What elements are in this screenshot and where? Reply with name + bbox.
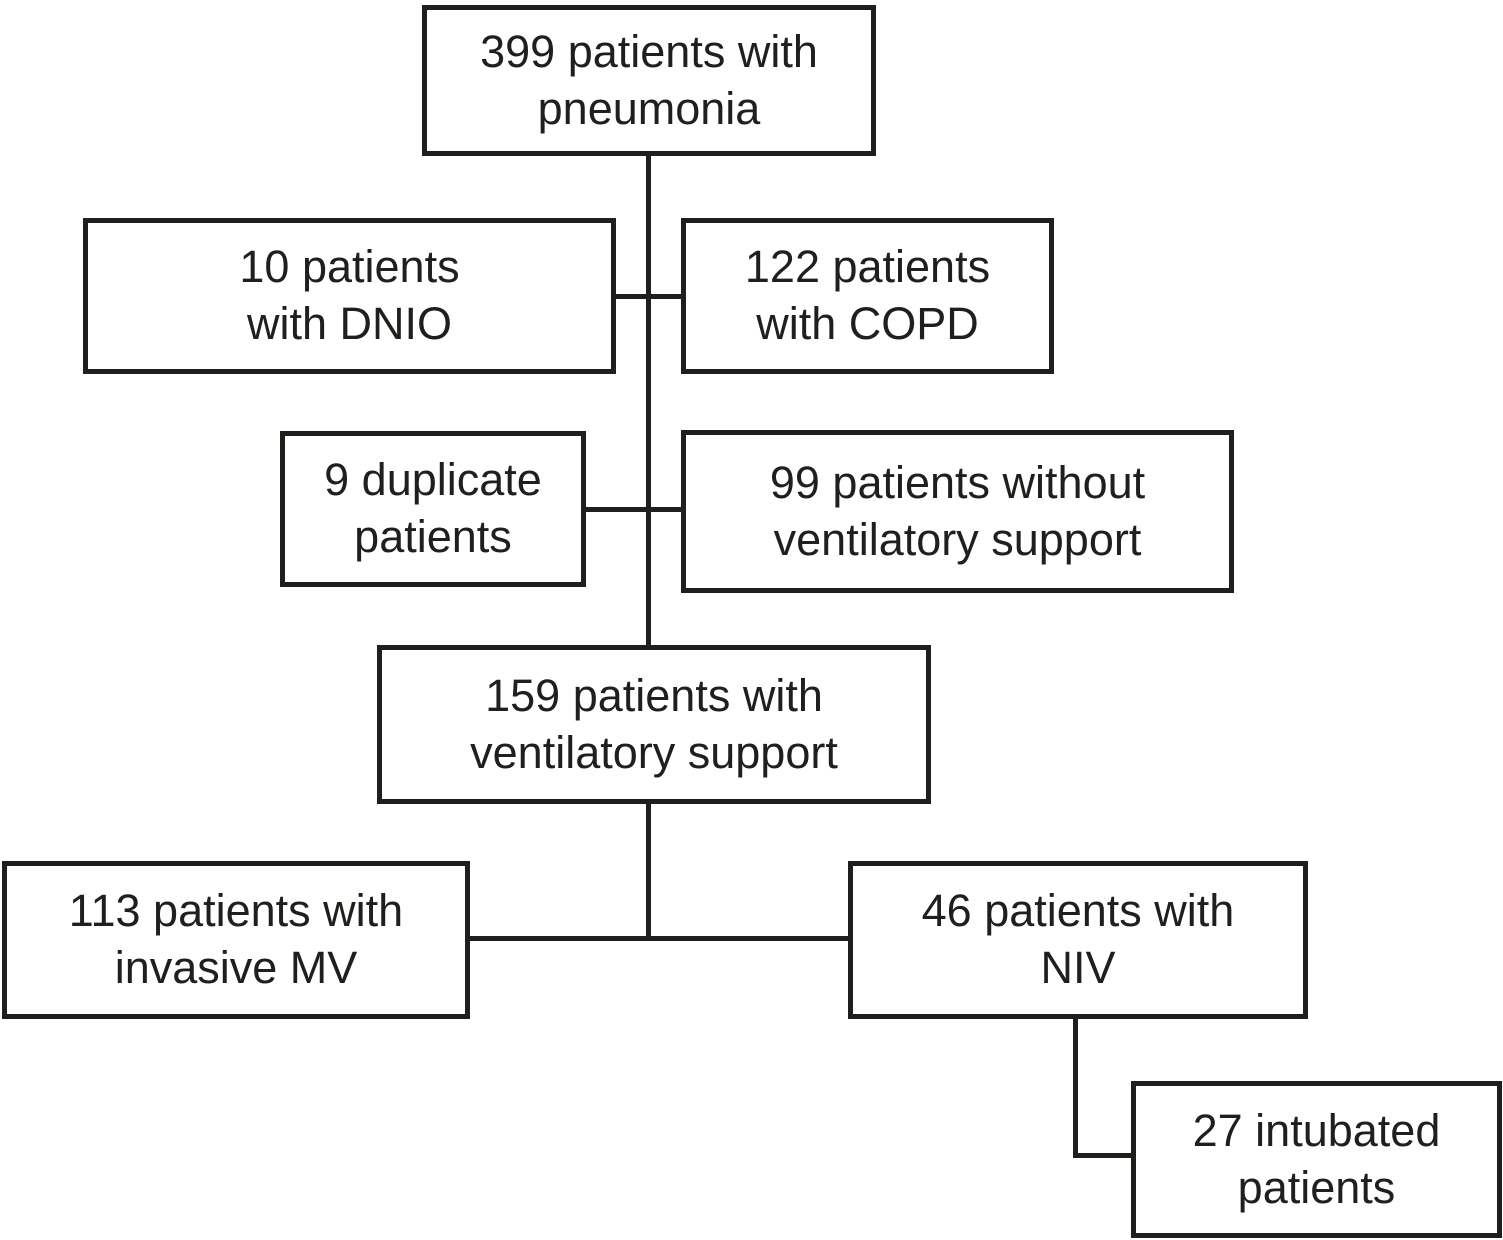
connector-trunk-upper [646, 154, 651, 647]
node-copd: 122 patients with COPD [681, 218, 1054, 374]
node-dnio: 10 patients with DNIO [83, 218, 616, 374]
node-no-ventilatory-support: 99 patients without ventilatory support [681, 430, 1234, 593]
node-niv: 46 patients with NIV [848, 861, 1308, 1019]
node-pneumonia: 399 patients with pneumonia [422, 5, 876, 156]
connector-niv-drop [1073, 1017, 1078, 1158]
connector-duplicate-novent-branch [584, 507, 683, 512]
connector-dnio-copd-branch [614, 294, 683, 299]
node-intubated: 27 intubated patients [1131, 1081, 1502, 1238]
connector-mv-niv-branch [468, 936, 850, 941]
node-invasive-mv: 113 patients with invasive MV [2, 861, 470, 1019]
connector-trunk-lower [646, 802, 651, 941]
node-ventilatory-support: 159 patients with ventilatory support [377, 645, 931, 804]
node-duplicate-patients: 9 duplicate patients [280, 431, 586, 587]
connector-intubated-elbow [1073, 1153, 1133, 1158]
